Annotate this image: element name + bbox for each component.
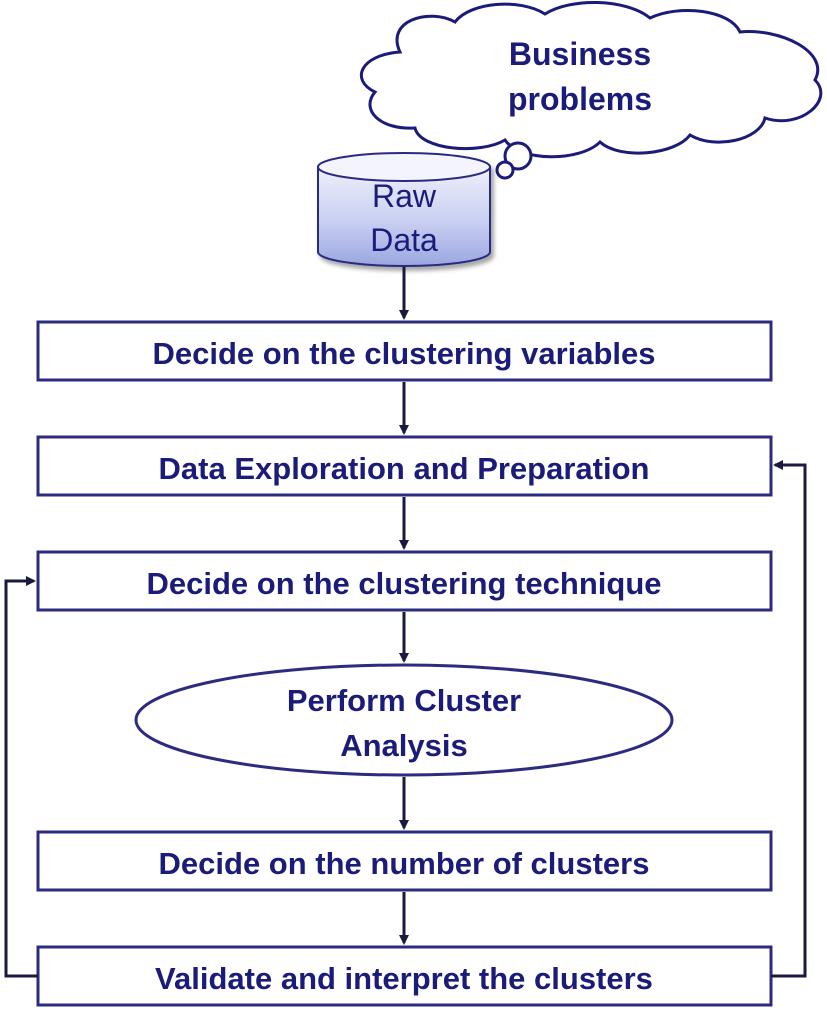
feedback-loops xyxy=(4,460,807,978)
database-label-line2: Data xyxy=(370,222,438,258)
step-box-exploration: Data Exploration and Preparation xyxy=(36,435,773,497)
cylinder-top xyxy=(317,152,491,182)
raw-data-database xyxy=(317,152,491,267)
business-problems-cloud: Business problems xyxy=(359,0,823,180)
cloud-label-line2: problems xyxy=(508,81,652,117)
step-label-analysis-line2: Analysis xyxy=(340,728,468,763)
cylinder-body xyxy=(317,166,491,267)
step-box-number: Decide on the number of clusters xyxy=(36,830,773,892)
step-label-number: Decide on the number of clusters xyxy=(159,846,650,881)
step-box-technique: Decide on the clustering technique xyxy=(36,550,773,612)
step-label-exploration: Data Exploration and Preparation xyxy=(159,451,650,486)
step-label-analysis-line1: Perform Cluster xyxy=(287,683,521,718)
thought-bubble-small xyxy=(495,160,515,180)
thought-bubble-large xyxy=(503,141,533,171)
cloud-shape xyxy=(359,0,823,159)
step-box-validate: Validate and interpret the clusters xyxy=(36,945,773,1007)
cloud-label-line1: Business xyxy=(509,36,651,72)
database-label-line1: Raw xyxy=(372,178,437,214)
step-label-technique: Decide on the clustering technique xyxy=(146,566,661,601)
feedback-arrow-to-exploration xyxy=(771,460,807,978)
step-label-variables: Decide on the clustering variables xyxy=(152,336,655,371)
step-label-validate: Validate and interpret the clusters xyxy=(155,961,653,996)
step-ellipse-analysis: Perform Cluster Analysis xyxy=(134,663,674,777)
feedback-arrow-to-technique xyxy=(4,576,38,978)
step-box-variables: Decide on the clustering variables xyxy=(36,320,773,382)
